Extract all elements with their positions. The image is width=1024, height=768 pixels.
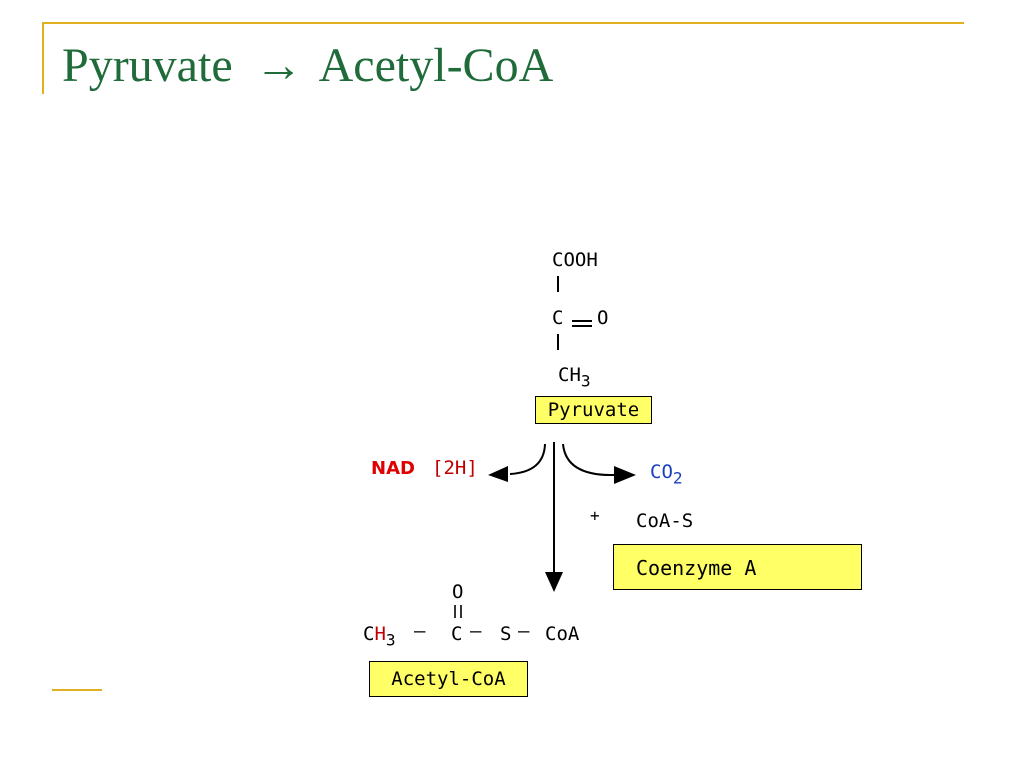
acetyl-coa-label: Acetyl-CoA: [369, 661, 528, 697]
methyl-subscript: 3: [580, 371, 591, 391]
co2-subscript: 2: [672, 468, 683, 488]
acetyl-carbonyl-carbon: C: [451, 623, 463, 645]
arrow-icon: [614, 466, 636, 484]
pyruvate-bond-lower: [557, 334, 559, 350]
pyruvate-methyl: CH3: [558, 364, 591, 390]
acetyl-bond-2: —: [470, 620, 482, 642]
title-pyruvate: Pyruvate: [62, 39, 233, 92]
plus-sign: +: [590, 506, 600, 525]
title-accent-line-top: [42, 22, 964, 24]
pyruvate-label: Pyruvate: [535, 396, 652, 424]
acetyl-methyl-c: C: [363, 623, 375, 645]
coenzyme-a-label: Coenzyme A: [613, 544, 862, 590]
nad-label: NAD: [371, 458, 415, 479]
acetyl-sulfur: S: [500, 623, 512, 645]
methyl-ch: CH: [558, 364, 581, 386]
co2-branch-curve: [562, 443, 615, 477]
pyruvate-bond-upper: [557, 276, 559, 292]
title-acetyl-coa: Acetyl-CoA: [318, 39, 554, 92]
pyruvate-carbonyl-carbon: C: [552, 307, 564, 329]
arrow-icon: [545, 572, 563, 592]
pyruvate-carbonyl-oxygen: O: [597, 307, 609, 329]
acetyl-bond-1: —: [414, 620, 426, 642]
co2-label: CO2: [650, 461, 683, 487]
acetyl-oxygen: O: [452, 581, 464, 603]
acetyl-methyl: CH3: [363, 623, 396, 649]
coa-s-label: CoA-S: [636, 510, 694, 532]
footer-accent-line: [52, 689, 102, 691]
pyruvate-cooh: COOH: [552, 249, 598, 271]
two-h-label: [2H]: [432, 457, 478, 479]
acetyl-methyl-subscript: 3: [385, 630, 396, 650]
co2-co: CO: [650, 461, 673, 483]
title-accent-line-left: [42, 22, 44, 94]
right-arrow-icon: →: [254, 39, 303, 92]
acetyl-bond-3: —: [518, 620, 530, 642]
acetyl-methyl-h: H: [374, 623, 386, 645]
slide-title: Pyruvate → Acetyl-CoA: [62, 42, 553, 90]
nad-branch-curve: [509, 443, 546, 475]
acetyl-coa-group: CoA: [545, 623, 580, 645]
arrow-icon: [488, 466, 508, 482]
